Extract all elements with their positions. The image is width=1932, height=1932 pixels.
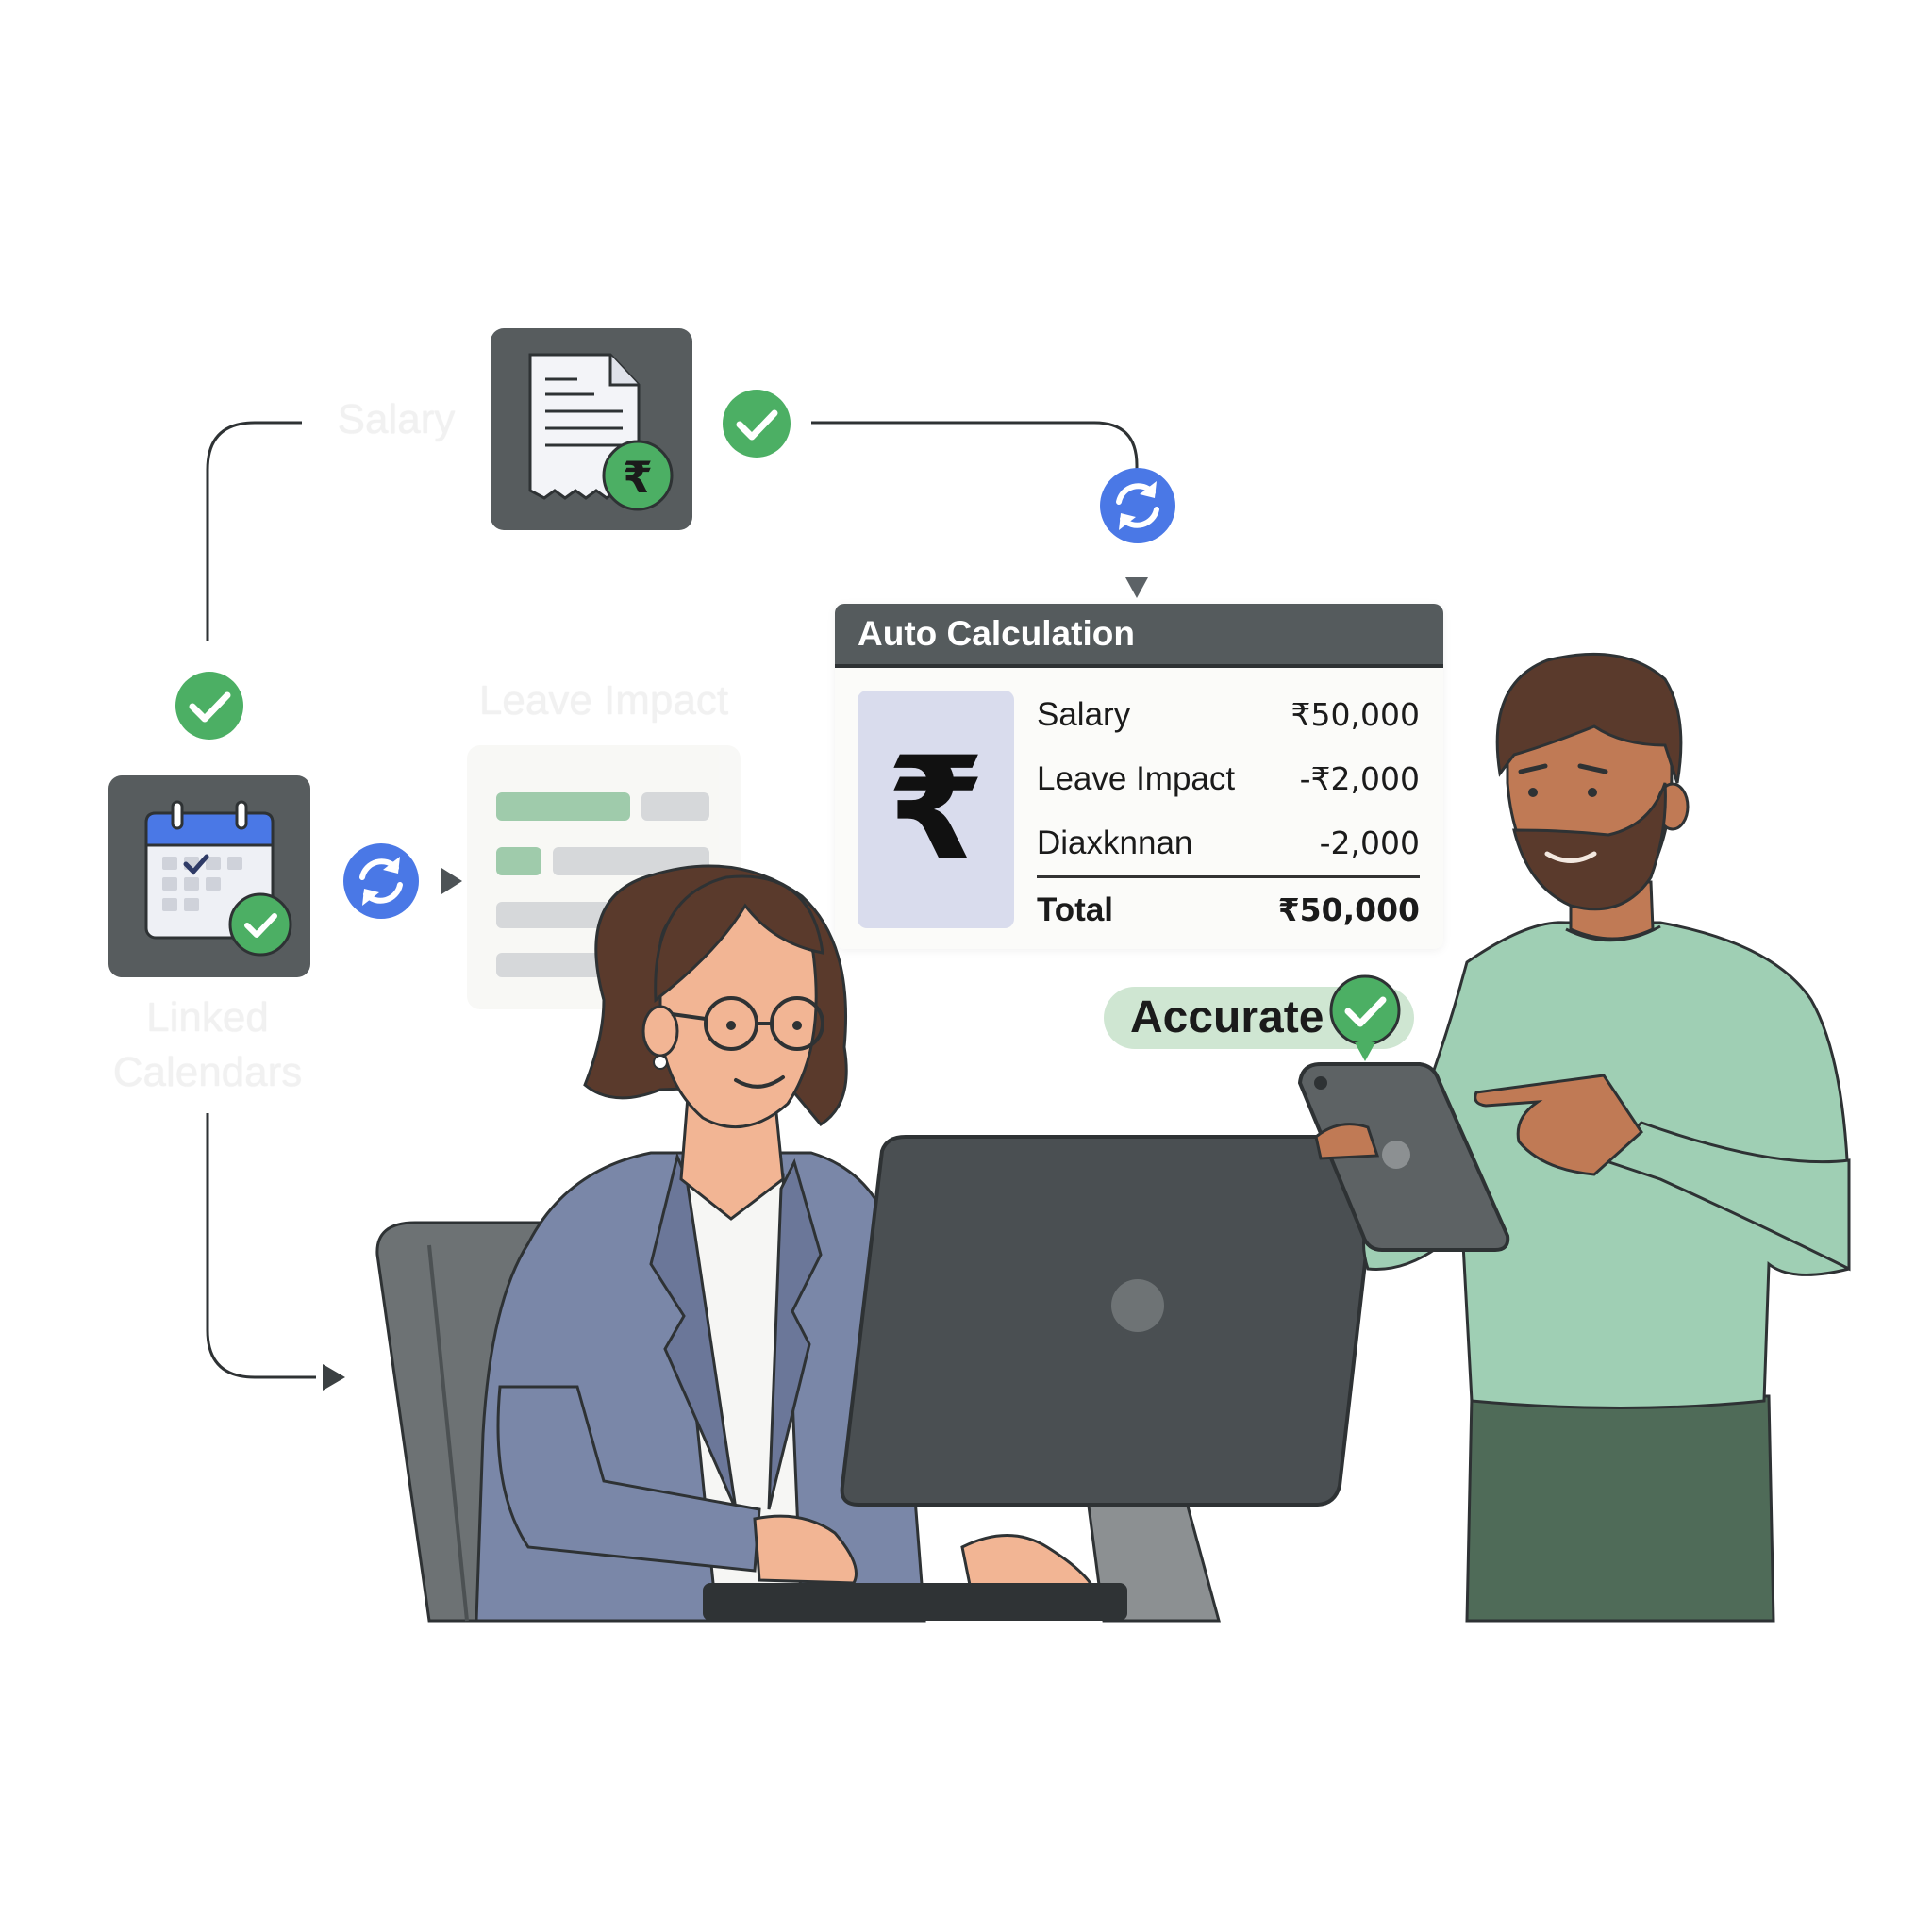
- auto-calculation-card: Auto Calculation ₹ Salary ₹50,000 Leave …: [835, 604, 1443, 949]
- calc-row-leave-impact: Leave Impact -₹2,000: [1037, 747, 1420, 811]
- calendar-icon: [108, 775, 310, 977]
- calc-row-label: Diaxknnan: [1037, 824, 1193, 861]
- connector-calendar-to-desk: [206, 1113, 316, 1379]
- auto-calculation-title: Auto Calculation: [835, 604, 1443, 668]
- calc-row-value: ₹50,000: [1291, 696, 1420, 733]
- calc-row-label: Salary: [1037, 696, 1131, 733]
- arrow-right-to-leave: [441, 868, 462, 894]
- salary-document-icon: ₹: [491, 328, 692, 530]
- calc-row-value: -₹2,000: [1299, 760, 1420, 797]
- calc-total-label: Total: [1037, 891, 1114, 928]
- sync-icon-calendar: [343, 843, 419, 919]
- svg-text:₹: ₹: [623, 452, 653, 503]
- accurate-badge: Accurate: [1104, 987, 1415, 1049]
- linked-calendars-label: Linked Calendars: [85, 991, 330, 1100]
- calc-row-value: -2,000: [1319, 824, 1420, 861]
- calc-row-deduction: Diaxknnan -2,000: [1037, 811, 1420, 875]
- rupee-icon: ₹: [858, 691, 1014, 928]
- leave-impact-label: Leave Impact: [478, 677, 729, 724]
- connector-salary-to-calendar: [206, 421, 302, 641]
- calc-row-label: Leave Impact: [1037, 760, 1236, 797]
- arrow-down-to-calc: [1125, 577, 1148, 598]
- calculation-rows: Salary ₹50,000 Leave Impact -₹2,000 Diax…: [1037, 683, 1420, 942]
- calc-row-salary: Salary ₹50,000: [1037, 683, 1420, 747]
- arrow-right-to-desk: [323, 1364, 345, 1391]
- linked-calendars-line1: Linked: [146, 994, 269, 1041]
- linked-calendars-line2: Calendars: [112, 1049, 303, 1095]
- connector-check-to-calc: [811, 421, 1139, 470]
- calc-row-total: Total ₹50,000: [1037, 875, 1420, 942]
- check-icon-salary: [723, 390, 791, 458]
- woman-at-desk: [475, 864, 1097, 1623]
- calc-total-value: ₹50,000: [1277, 891, 1420, 928]
- check-icon-calendar: [175, 672, 243, 740]
- computer-monitor: [703, 1135, 1380, 1623]
- sync-icon-calc: [1100, 468, 1175, 543]
- salary-label: Salary: [337, 396, 456, 442]
- man-with-tablet: [1297, 652, 1851, 1623]
